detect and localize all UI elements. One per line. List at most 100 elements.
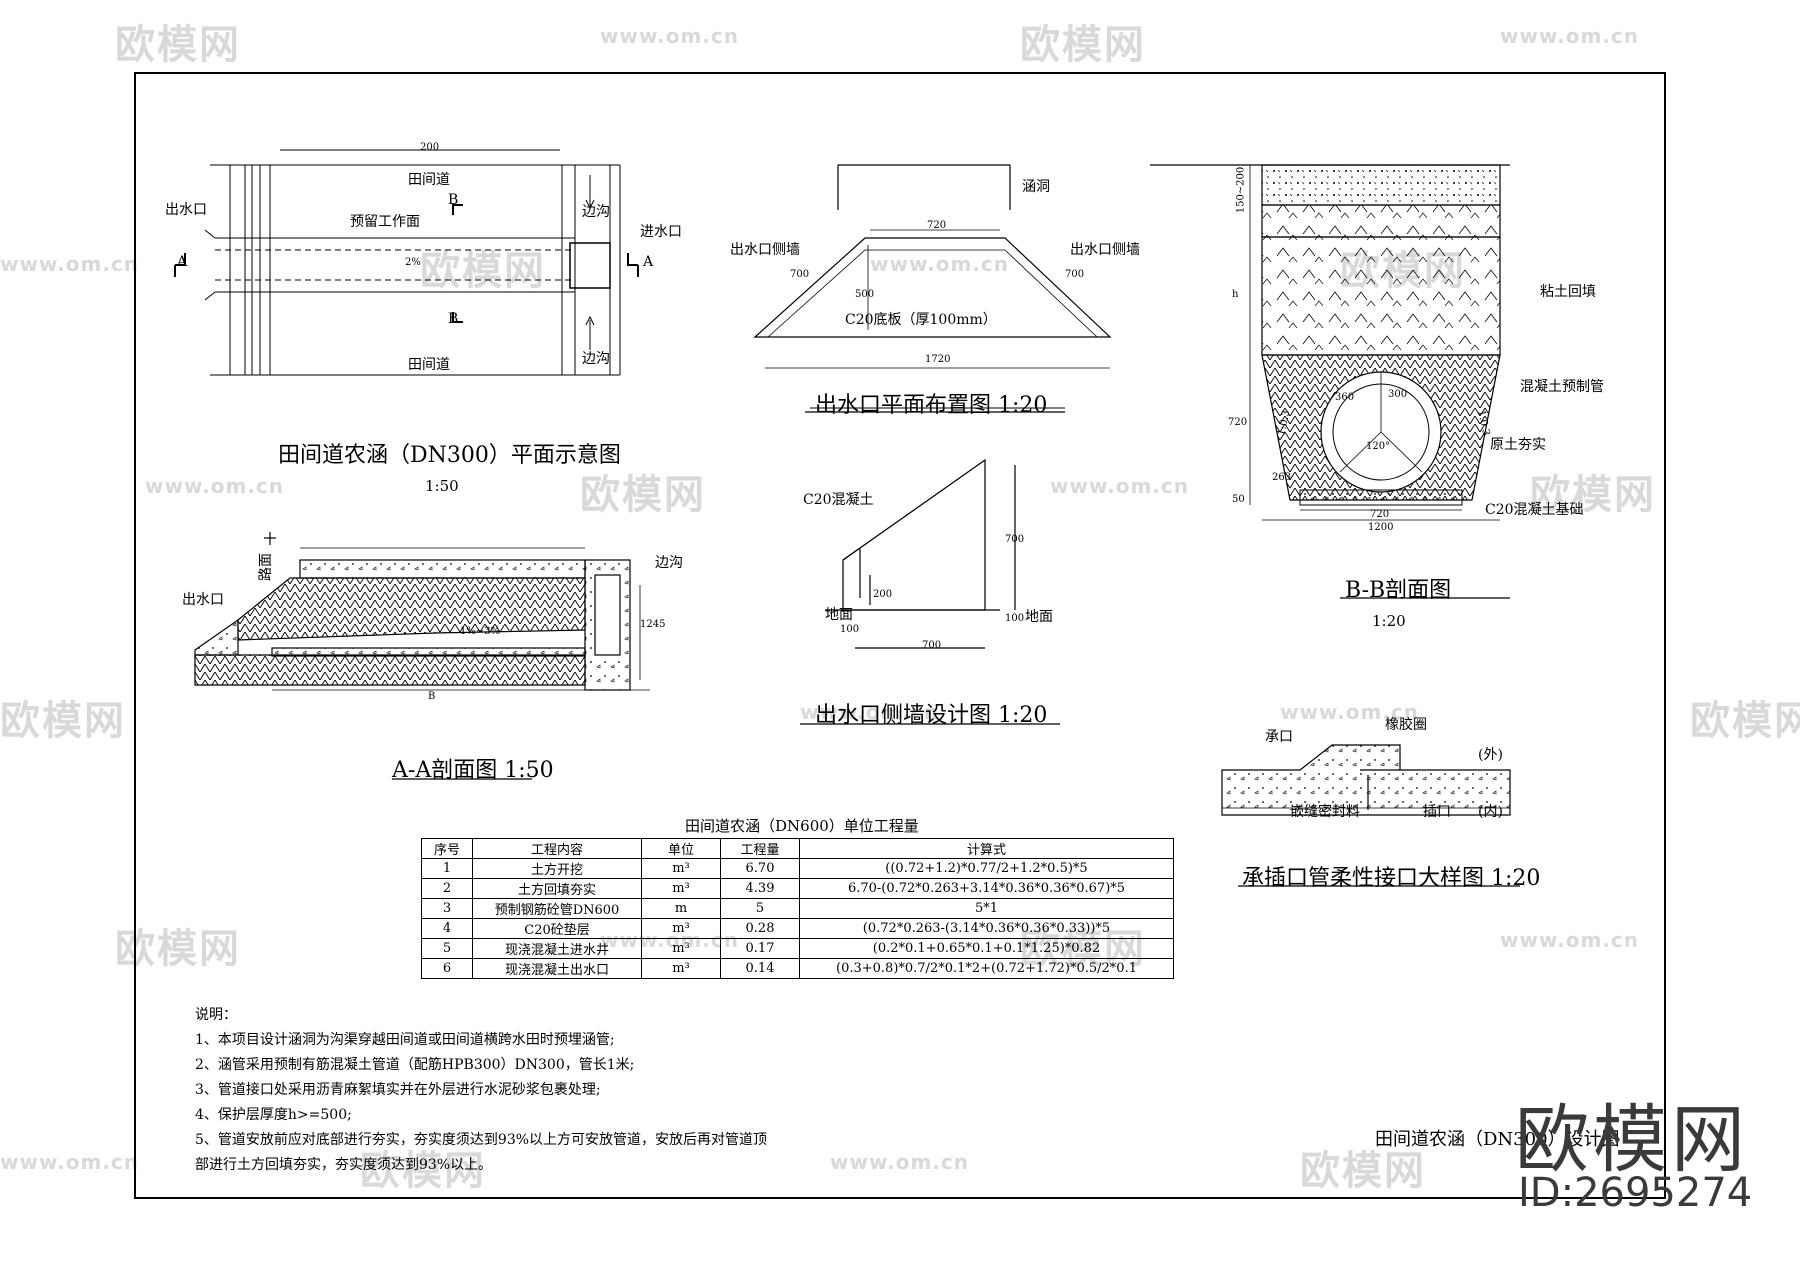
plan-view-drawing: [174, 149, 639, 376]
outlet-plan-title: 出水口平面布置图 1:20: [815, 393, 1048, 418]
table-cell: 3: [421, 898, 473, 919]
slope-label: 1%~3%: [460, 626, 501, 637]
angle-label: 120°: [1366, 441, 1391, 452]
section-marker-a: A: [177, 254, 188, 270]
notes-block: 说明： 1、本项目设计涵洞为沟渠穿越田间道或田间道横跨水田时预埋涵管; 2、涵管…: [195, 1003, 767, 1178]
section-aa-drawing: [194, 532, 650, 691]
dim-label: 150~200: [1235, 166, 1247, 214]
table-cell: 土方开挖: [472, 858, 642, 879]
column-header: 序号: [421, 838, 473, 859]
table-cell: 土方回填夯实: [472, 878, 642, 899]
table-cell: 6.70: [720, 858, 800, 879]
drawing-title: 田间道农涵（DN300）设计图: [1375, 1129, 1620, 1150]
dim-label: 700: [1065, 269, 1085, 280]
dim-label: 200: [420, 142, 440, 153]
plan-view-scale: 1:50: [425, 477, 459, 495]
road-label-bottom: 田间道: [408, 357, 450, 373]
dim-label: 700: [1005, 534, 1025, 545]
side-wall-title: 出水口侧墙设计图 1:20: [815, 703, 1048, 728]
dim-label: 700: [790, 269, 810, 280]
ground-label-right: 地面: [1025, 609, 1053, 625]
table-cell: m: [641, 898, 721, 919]
pipe-label: 混凝土预制管: [1520, 379, 1604, 395]
side-wall-label-right: 出水口侧墙: [1070, 242, 1140, 258]
concrete-label: C20混凝土: [803, 492, 874, 508]
dim-label: 1245: [640, 619, 666, 630]
section-marker-b: B: [448, 192, 459, 208]
table-cell: C20砼垫层: [472, 918, 642, 939]
inlet-label: 进水口: [640, 224, 682, 240]
note-item: 1、本项目设计涵洞为沟渠穿越田间道或田间道横跨水田时预埋涵管;: [195, 1032, 615, 1048]
table-cell: 4: [421, 918, 473, 939]
note-item: 5、管道安放前应对底部进行夯实，夯实度须达到93%以上方可安放管道，安放后再对管…: [195, 1132, 768, 1148]
table-cell: 0.14: [720, 958, 800, 979]
road-label-top: 田间道: [408, 172, 450, 188]
table-cell: 5: [720, 898, 800, 919]
table-cell: (0.2*0.1+0.65*0.1+0.1*1.25)*0.82: [799, 938, 1174, 959]
slope-label: 2%: [405, 257, 421, 268]
table-cell: 1: [421, 858, 473, 879]
table-cell: 2: [421, 878, 473, 899]
column-header: 计算式: [799, 838, 1174, 859]
sheet-frame: [134, 72, 1666, 1199]
table-cell: 6.70-(0.72*0.263+3.14*0.36*0.36*0.67)*5: [799, 878, 1174, 899]
dim-label: 100: [1005, 613, 1025, 624]
road-surface-label: 路面: [258, 553, 274, 581]
outlet-label: 出水口: [165, 202, 207, 218]
ditch-label: 边沟: [655, 555, 683, 571]
inner-label: (内): [1478, 804, 1503, 820]
notes-heading: 说明：: [195, 1007, 237, 1023]
table-row: 2 土方回填夯实 m³ 4.39 6.70-(0.72*0.263+3.14*0…: [421, 878, 1174, 899]
table-cell: 0.17: [720, 938, 800, 959]
quantity-table-title: 田间道农涵（DN600）单位工程量: [685, 817, 919, 835]
rubber-ring-label: 橡胶圈: [1385, 717, 1427, 733]
table-header-row: 序号 工程内容 单位 工程量 计算式: [421, 838, 1174, 859]
table-cell: 预制钢筋砼管DN600: [472, 898, 642, 919]
note-item: 部进行土方回填夯实，夯实度须达到93%以上。: [195, 1157, 493, 1173]
section-aa-title: A-A剖面图 1:50: [392, 758, 554, 783]
dim-label: 720: [1228, 417, 1248, 428]
column-header: 单位: [641, 838, 721, 859]
dim-label: 720: [927, 220, 947, 231]
work-face-label: 预留工作面: [350, 214, 420, 230]
outer-label: (外): [1478, 747, 1503, 763]
table-cell: 现浇混凝土进水井: [472, 938, 642, 959]
table-cell: 5*1: [799, 898, 1174, 919]
dim-label: 500: [855, 289, 875, 300]
ground-label-left: 地面: [825, 607, 853, 623]
clay-label: 粘土回填: [1540, 284, 1596, 300]
side-wall-label-left: 出水口侧墙: [730, 242, 800, 258]
dim-label: h: [1232, 289, 1239, 300]
note-item: 2、涵管采用预制有筋混凝土管道（配筋HPB300）DN300，管长1米;: [195, 1057, 635, 1073]
dim-label: 200: [873, 589, 893, 600]
table-cell: ((0.72+1.2)*0.77/2+1.2*0.5)*5: [799, 858, 1174, 879]
table-cell: 5: [421, 938, 473, 959]
joint-detail-drawing: [1221, 744, 1511, 816]
section-marker-a: A: [643, 254, 654, 270]
table-cell: m³: [641, 958, 721, 979]
ditch-label-bottom: 边沟: [582, 351, 610, 367]
outlet-plan-drawing: [753, 164, 1112, 409]
brand-id: ID:2695274: [1518, 1170, 1753, 1216]
table-row: 4 C20砼垫层 m³ 0.28 (0.72*0.263-(3.14*0.36*…: [421, 918, 1174, 939]
dim-label: 300: [1388, 389, 1408, 400]
dim-label: 100: [840, 624, 860, 635]
dim-label: 50: [1232, 494, 1245, 505]
table-cell: m³: [641, 938, 721, 959]
column-header: 工程量: [720, 838, 800, 859]
section-bb-scale: 1:20: [1372, 612, 1406, 630]
dim-label: B: [428, 691, 436, 702]
dim-label: 1720: [925, 354, 951, 365]
plan-view-title: 田间道农涵（DN300）平面示意图: [278, 443, 621, 468]
table-cell: m³: [641, 878, 721, 899]
ditch-label-top: 边沟: [582, 204, 610, 220]
dim-label: 1200: [1368, 522, 1394, 533]
culvert-label: 涵洞: [1022, 179, 1050, 195]
note-item: 4、保护层厚度h>=500;: [195, 1107, 352, 1123]
table-cell: m³: [641, 918, 721, 939]
dim-label: 263: [1272, 472, 1292, 483]
base-label: C20混凝土基础: [1485, 502, 1584, 518]
socket-label: 承口: [1265, 729, 1293, 745]
side-wall-drawing: [825, 458, 1016, 649]
